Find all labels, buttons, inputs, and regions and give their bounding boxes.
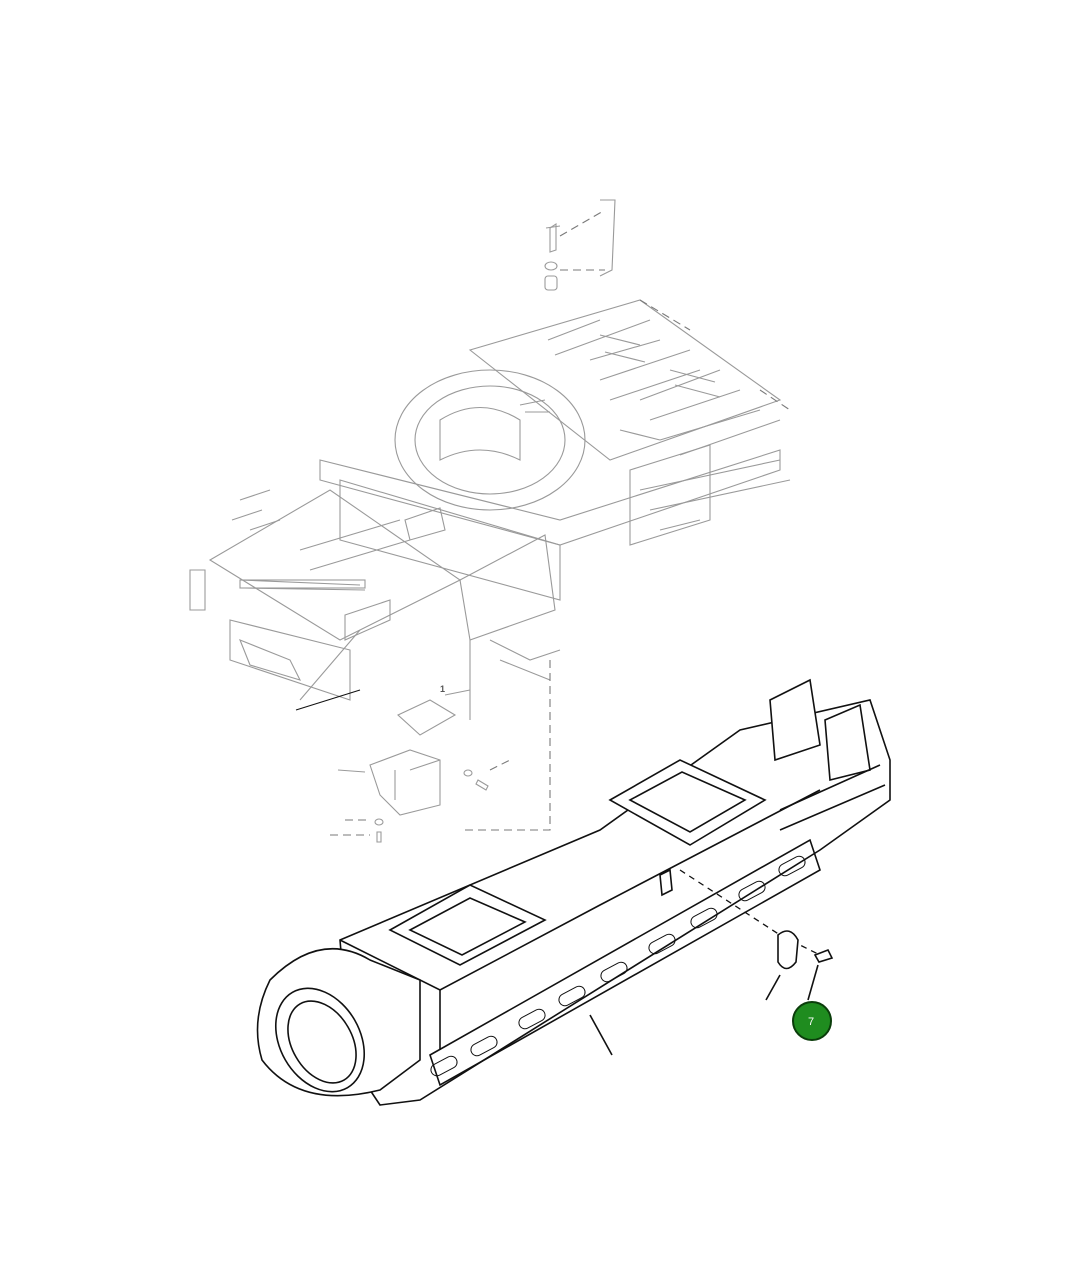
callout-7[interactable]: 7 <box>792 1001 832 1041</box>
bolt-stack <box>544 199 616 291</box>
leader-line <box>295 689 361 711</box>
label-1: 1 <box>440 684 445 694</box>
track-frame <box>256 678 891 1106</box>
callout-label: 7 <box>808 1016 814 1028</box>
plate-and-bracket: 1 <box>330 684 511 843</box>
cover-plate-assembly <box>679 869 834 1001</box>
upper-frame <box>189 299 791 831</box>
